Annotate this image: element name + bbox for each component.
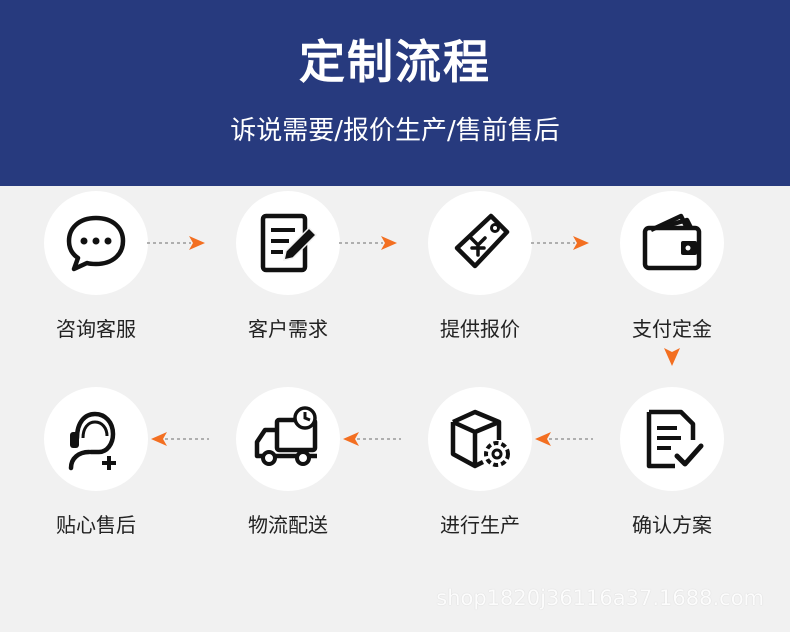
- delivery-truck-icon: [254, 406, 318, 466]
- document-edit-icon: [260, 213, 318, 273]
- flow-arrow-down: [662, 342, 682, 372]
- step-consult: 咨询客服: [21, 191, 171, 342]
- step-label: 进行生产: [440, 513, 520, 537]
- step-circle: [428, 387, 532, 491]
- watermark: shop1820j36116a37.1688.com: [436, 586, 764, 610]
- flow-arrow-left: [337, 429, 403, 449]
- flow-arrow-right: [145, 233, 211, 253]
- document-check-icon: [646, 409, 704, 469]
- flow-arrow-right: [337, 233, 403, 253]
- step-label: 提供报价: [440, 317, 520, 341]
- step-circle: [236, 191, 340, 295]
- flow-arrow-right: [529, 233, 595, 253]
- step-deposit: 支付定金: [597, 191, 747, 342]
- page-subtitle: 诉说需要/报价生产/售前售后: [230, 116, 560, 146]
- step-label: 支付定金: [632, 317, 712, 341]
- chat-bubble-icon: [66, 215, 126, 272]
- step-label: 客户需求: [248, 317, 328, 341]
- flow-arrow-left: [145, 429, 211, 449]
- step-circle: [428, 191, 532, 295]
- step-quote: 提供报价: [405, 191, 555, 342]
- price-tag-icon: [454, 213, 510, 269]
- step-circle: [620, 191, 724, 295]
- step-circle: [44, 191, 148, 295]
- step-logistics: 物流配送: [213, 387, 363, 538]
- wallet-icon: [642, 213, 702, 271]
- flow-arrow-left: [529, 429, 595, 449]
- customer-service-icon: [68, 411, 116, 471]
- box-gear-icon: [450, 409, 510, 469]
- header-banner: 定制流程 诉说需要/报价生产/售前售后: [0, 0, 790, 186]
- step-label: 物流配送: [248, 513, 328, 537]
- step-label: 贴心售后: [56, 513, 136, 537]
- step-confirm: 确认方案: [597, 387, 747, 538]
- page-title: 定制流程: [299, 35, 491, 89]
- step-label: 咨询客服: [56, 317, 136, 341]
- step-requirements: 客户需求: [213, 191, 363, 342]
- step-circle: [44, 387, 148, 491]
- step-circle: [620, 387, 724, 491]
- step-label: 确认方案: [632, 513, 712, 537]
- step-aftersales: 贴心售后: [21, 387, 171, 538]
- step-production: 进行生产: [405, 387, 555, 538]
- step-circle: [236, 387, 340, 491]
